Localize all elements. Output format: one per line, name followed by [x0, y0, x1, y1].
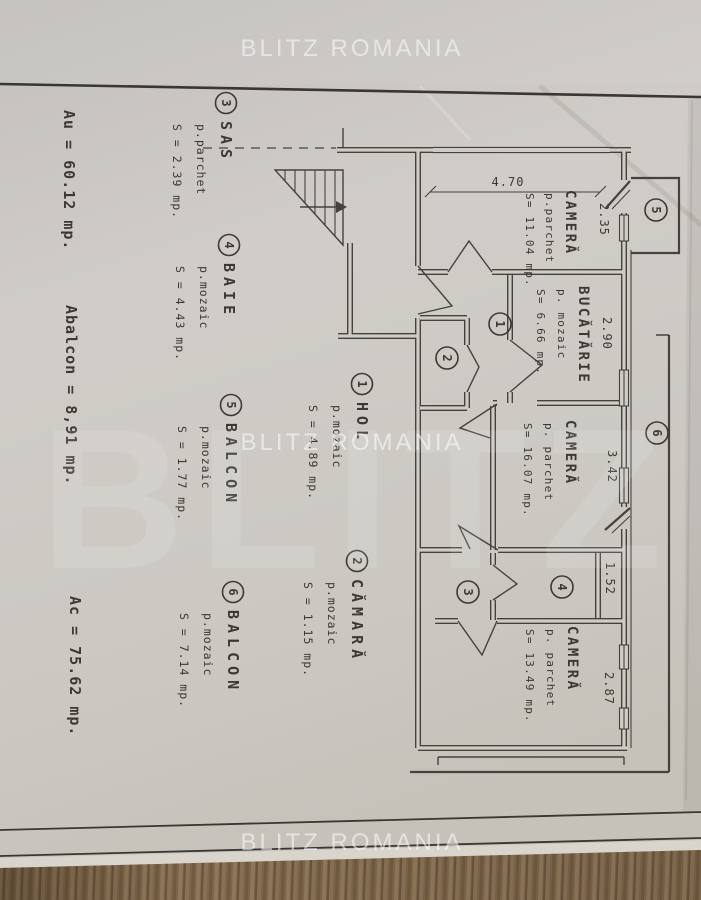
dimension-top-width: 4.70	[424, 175, 607, 198]
room-camera5-area: S= 11.04 mp.	[523, 193, 536, 287]
legend-balcon5-num: 5	[224, 401, 238, 408]
dim-cam6: 3.42	[605, 450, 619, 483]
wood-floor	[0, 840, 701, 900]
legend-balcon6-floor: p.mozaic	[201, 613, 215, 676]
legend-camara-area: S = 1.15 mp.	[301, 582, 315, 677]
legend-hol-num: 1	[355, 380, 369, 387]
legend-sas-name: SAS	[217, 121, 235, 163]
brand-watermark-middle: BLITZ ROMANIA	[240, 429, 463, 456]
legend-balcon5-area: S = 1.77 mp.	[175, 426, 189, 521]
legend-camara-num: 2	[350, 557, 364, 564]
room-label-camera5: CAMERĂ p.parchet S= 11.04 mp.	[523, 190, 580, 287]
balcony-6-outline	[410, 334, 671, 774]
plan-number-4-digit: 4	[555, 583, 569, 590]
room-label-kitchen: BUCĂTĂRIE p. mozaic S= 6.66 mp.	[534, 286, 593, 384]
floorplan-drawing: 4.70 2.35 2.90 3.42 1.52 2.87 CAMERĂ p.p…	[203, 128, 681, 774]
plan-number-3-digit: 3	[461, 588, 475, 595]
room-camera6-floor: p. parchet	[542, 423, 555, 501]
legend-entry-baie: 4 BAIE p.mozaic S = 4.43 mp.	[173, 233, 241, 361]
room-camera6-area: S= 16.07 mp.	[521, 423, 534, 517]
dim-kitchen: 2.90	[600, 317, 614, 350]
plan-number-2: 2	[435, 346, 459, 370]
room-kitchen-floor: p. mozaic	[555, 289, 568, 359]
windows	[618, 214, 630, 730]
room-label-camera6: CAMERĂ p. parchet S= 16.07 mp.	[521, 420, 580, 517]
room-camera5-name: CAMERĂ	[562, 190, 580, 256]
paper-creases	[418, 84, 701, 812]
legend-baie-area: S = 4.43 mp.	[173, 266, 187, 361]
dim-cam4: 2.87	[602, 672, 616, 705]
plan-number-1-digit: 1	[493, 320, 507, 327]
room-label-camera4: CAMERĂ p. parchet S= 13.49 mp.	[523, 626, 582, 723]
total-useful-area: Au = 60.12 mp.	[60, 110, 78, 250]
total-balcony-area: Abalcon = 8,91 mp.	[62, 305, 80, 486]
room-camera4-area: S= 13.49 mp.	[523, 629, 536, 723]
plan-number-1: 1	[488, 312, 512, 336]
legend-sas-area: S = 2.39 mp.	[170, 124, 184, 219]
dim-cam5: 2.35	[597, 203, 611, 236]
stair-direction-arrow	[336, 201, 347, 213]
legend-baie-floor: p.mozaic	[197, 266, 211, 329]
plan-number-2-digit: 2	[440, 354, 454, 361]
legend-sas-num: 3	[219, 99, 233, 106]
legend-balcon5-floor: p.mozaic	[199, 426, 213, 489]
staircase	[273, 169, 347, 247]
balcony-5-outline	[631, 176, 681, 255]
giant-watermark: BLITZ	[40, 388, 677, 611]
legend-balcon6-name: BALCON	[224, 610, 242, 694]
legend-entry-balcon5: 5 BALCON p.mozaic S = 1.77 mp.	[175, 393, 243, 521]
room-camera6-name: CAMERĂ	[562, 420, 580, 486]
legend-entry-hol: 1 HOL p.mozaic S = 4.89 mp.	[306, 372, 374, 500]
brand-watermark-top: BLITZ ROMANIA	[240, 35, 463, 62]
plan-number-6-digit: 6	[650, 429, 664, 436]
plan-number-5: 5	[644, 198, 668, 222]
legend-sas-floor: p.parchet	[194, 124, 208, 195]
legend-entry-balcon6: 6 BALCON p.mozaic S = 7.14 mp.	[177, 580, 245, 708]
legend-entry-camara: 2 CĂMARĂ p.mozaic S = 1.15 mp.	[301, 549, 369, 677]
legend-hol-floor: p.mozaic	[330, 405, 344, 468]
legend-baie-num: 4	[222, 241, 236, 248]
room-camera4-name: CAMERĂ	[564, 626, 582, 692]
legend-hol-area: S = 4.89 mp.	[306, 405, 320, 500]
plan-number-3: 3	[456, 580, 480, 604]
dim-470: 4.70	[492, 175, 525, 189]
legend-balcon5-name: BALCON	[222, 423, 240, 507]
plan-number-4: 4	[550, 575, 574, 599]
room-camera4-floor: p. parchet	[544, 629, 557, 707]
legend-balcon6-num: 6	[226, 588, 240, 595]
plan-number-5-digit: 5	[649, 206, 663, 213]
legend-camara-floor: p.mozaic	[325, 582, 339, 645]
legend-hol-name: HOL	[353, 402, 371, 444]
legend-baie-name: BAIE	[220, 263, 238, 319]
room-kitchen-name: BUCĂTĂRIE	[575, 286, 593, 384]
legend-balcon6-area: S = 7.14 mp.	[177, 613, 191, 708]
legend-camara-name: CĂMARĂ	[348, 579, 367, 663]
room-camera5-floor: p.parchet	[543, 193, 556, 263]
brand-watermark-bottom: BLITZ ROMANIA	[240, 829, 463, 856]
legend: 3 SAS p.parchet S = 2.39 mp. 4 BAIE p.mo…	[60, 91, 374, 736]
room-kitchen-area: S= 6.66 mp.	[534, 289, 547, 375]
plan-number-6: 6	[645, 421, 669, 445]
legend-entry-sas: 3 SAS p.parchet S = 2.39 mp.	[170, 91, 238, 219]
sheet-border-lines	[0, 82, 701, 857]
total-built-area: Ac = 75.62 mp.	[66, 596, 84, 736]
dim-baie: 1.52	[603, 562, 617, 595]
paper-top-margin	[0, 0, 701, 84]
door-swings	[417, 180, 631, 657]
